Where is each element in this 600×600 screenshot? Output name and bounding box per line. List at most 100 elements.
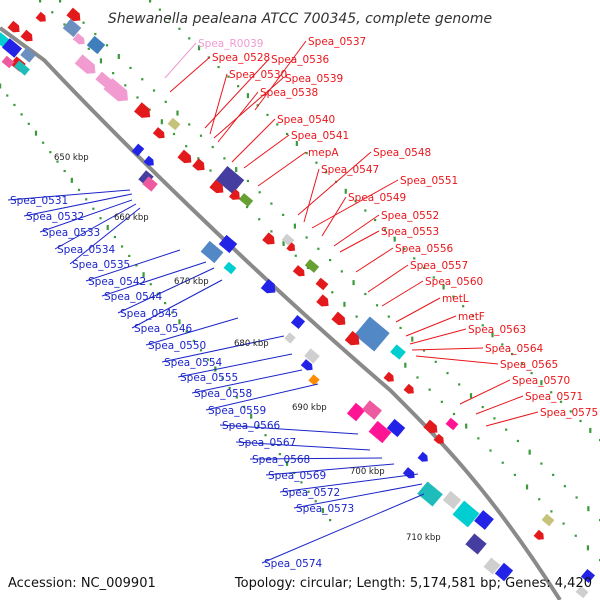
gene-label-forward: Spea_0553 [381,226,439,238]
gene-block [368,420,392,444]
tick-mark [120,245,124,248]
tick-mark [178,27,181,30]
tick-mark [168,18,171,21]
gene-label-reverse: Spea_0532 [26,211,84,223]
gene-label-forward: Spea_0548 [373,147,431,159]
tick-mark [344,188,347,194]
gene-arrow [262,232,275,245]
leader-line [191,369,303,394]
tick-label: 670 kbp [174,277,209,287]
gene-block [1,55,15,69]
tick-mark [266,113,269,116]
tick-mark [393,236,396,242]
gene-label-forward: Spea_0575 [540,407,598,419]
gene-label-reverse: Spea_0545 [120,308,178,320]
tick-mark [469,393,473,399]
tick-mark [235,396,238,399]
gene-arrow [20,29,33,42]
tick-mark [158,8,161,11]
gene-arrow [316,294,329,307]
gene-label-forward: Spea_0551 [400,175,458,187]
tick-mark [27,122,30,125]
leader-line [367,264,409,293]
tick-mark [510,352,514,356]
gene-arrow [433,433,444,444]
gene-label-forward: Spea_0560 [425,276,483,288]
tick-mark [128,254,131,258]
gene-arrow [7,20,20,33]
tick-mark [329,519,332,522]
tick-mark [343,301,346,307]
gene-label-reverse: Spea_0567 [238,437,296,449]
accession-text: Accession: NC_009901 [8,576,156,591]
gene-block [417,481,443,507]
gene-label-reverse: Spea_0559 [208,405,266,417]
tick-mark [481,324,484,327]
tick-mark [34,130,38,136]
tick-mark [197,157,200,160]
gene-block [218,234,238,254]
tick-mark [352,280,355,286]
tick-mark [13,103,16,107]
gene-block [86,35,106,55]
leader-line [54,203,137,250]
tick-mark [270,230,273,233]
gene-block [315,277,329,291]
tick-mark [452,412,456,416]
tick-mark [178,319,181,325]
leader-line [297,151,372,216]
gene-label-reverse: Spea_0534 [57,244,116,256]
tick-mark [85,198,88,201]
tick-mark [530,372,533,375]
tick-mark [285,460,289,466]
tick-mark [501,343,504,346]
tick-mark [452,295,455,298]
gene-label-reverse: Spea_0572 [282,487,340,499]
leader-line [254,40,307,111]
gene-block [14,60,30,76]
tick-mark [112,72,115,75]
leader-line [311,179,399,229]
gene-arrow [103,78,128,102]
tick-mark [458,383,461,386]
tick-mark [242,405,246,408]
gene-label-forward: Spea_0541 [291,130,349,142]
leader-line [415,355,499,365]
gene-block [304,259,320,273]
gene-arrow [72,33,85,45]
leader-line [164,42,197,79]
tick-mark [217,65,220,69]
tick-mark [300,481,303,484]
gene-block [575,585,589,599]
gene-arrow [417,451,428,462]
map-title: Shewanella pealeana ATCC 700345, complet… [108,11,492,27]
tick-mark [481,405,484,409]
tick-mark [387,315,390,318]
tick-mark [329,259,332,262]
tick-mark [317,247,320,250]
tick-mark [278,452,281,456]
leader-line [205,383,319,411]
tick-mark [197,45,201,51]
tick-mark [552,473,555,476]
tick-mark [113,235,116,239]
tick-mark [199,349,203,352]
label-leader-lines [7,40,539,564]
gene-block [131,143,145,157]
gene-block [238,193,254,207]
tick-mark [164,302,167,305]
leader-line [279,473,419,493]
tick-mark [325,171,328,174]
gene-block [304,348,320,364]
tick-mark [63,169,66,173]
gene-block [142,176,158,192]
tick-mark [446,372,449,375]
leader-line [23,193,133,217]
leader-line [459,379,511,405]
leader-line [303,168,320,223]
gene-label-reverse: Spea_0555 [180,372,238,384]
tick-mark [227,75,230,78]
tick-mark [156,292,160,295]
rna-label: Spea_R0039 [198,38,264,50]
